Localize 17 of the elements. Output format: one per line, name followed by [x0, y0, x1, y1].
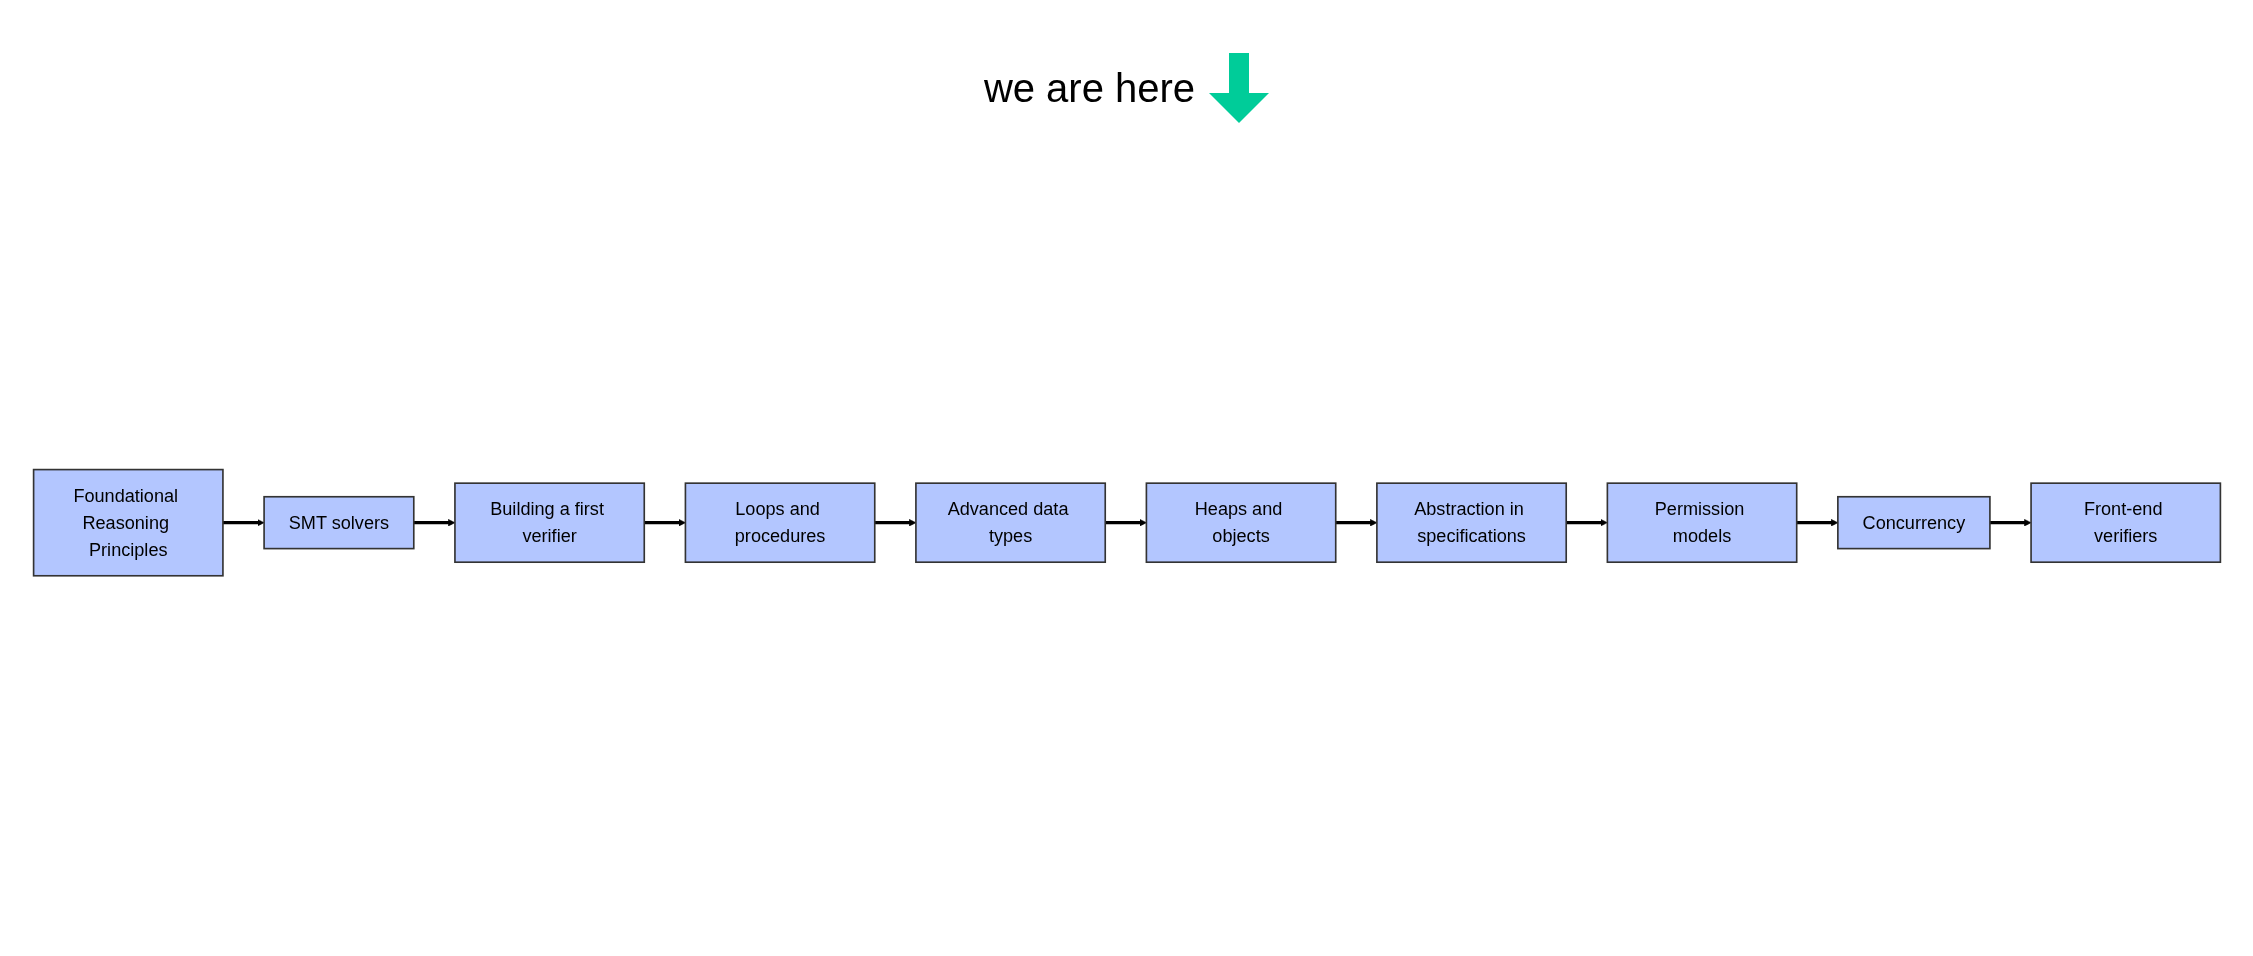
node-box: Concurrency — [1836, 496, 1991, 550]
arrow — [1796, 519, 1838, 527]
arrow — [413, 519, 455, 527]
arrow — [874, 519, 916, 527]
note-text: we are here — [983, 65, 1196, 111]
node-box: Abstraction in specifications — [1375, 482, 1567, 564]
arrow — [1989, 519, 2031, 527]
arrow — [222, 519, 264, 527]
node-box: SMT solvers — [262, 496, 415, 550]
node-box: Front-end verifiers — [2029, 482, 2221, 564]
node-box: Building a first verifier — [453, 482, 645, 564]
node-box: Foundational Reasoning Principles — [32, 469, 224, 577]
node-box: Heaps and objects — [1145, 482, 1337, 564]
node-box: Advanced data types — [914, 482, 1106, 564]
node-box: Permission models — [1606, 482, 1798, 564]
node-box: Loops and procedures — [684, 482, 876, 564]
arrow — [1335, 519, 1377, 527]
